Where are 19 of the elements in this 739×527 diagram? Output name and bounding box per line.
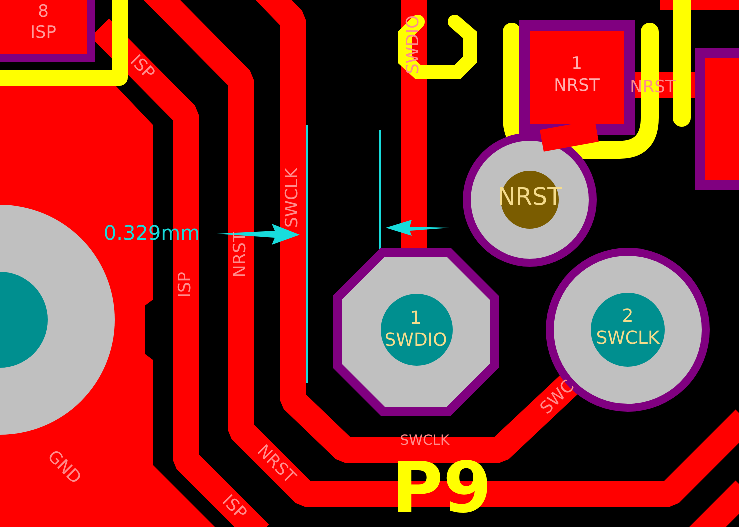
smd-pad xyxy=(0,0,95,62)
pin-number: 8 xyxy=(37,4,50,21)
octagonal-pad xyxy=(333,248,499,416)
net-label: ISP xyxy=(126,52,158,84)
pin-name: SWDIO xyxy=(384,332,448,350)
net-label: NRST xyxy=(630,80,676,96)
pin-number: 2 xyxy=(621,308,635,326)
pin-name: ISP xyxy=(29,25,58,42)
pin-name: SWCLK xyxy=(595,330,661,348)
net-label: ISP xyxy=(218,492,250,524)
net-label: SWCLK xyxy=(400,434,450,448)
pin-number: 1 xyxy=(409,310,423,328)
pin-name: NRST xyxy=(553,78,601,94)
pin-number: 1 xyxy=(570,56,584,74)
net-label: SWCLK xyxy=(284,168,302,228)
net-label: NRST xyxy=(232,232,250,278)
via-pad xyxy=(463,133,597,267)
net-label: ISP xyxy=(178,272,194,298)
net-label: SWDIO xyxy=(406,15,422,75)
